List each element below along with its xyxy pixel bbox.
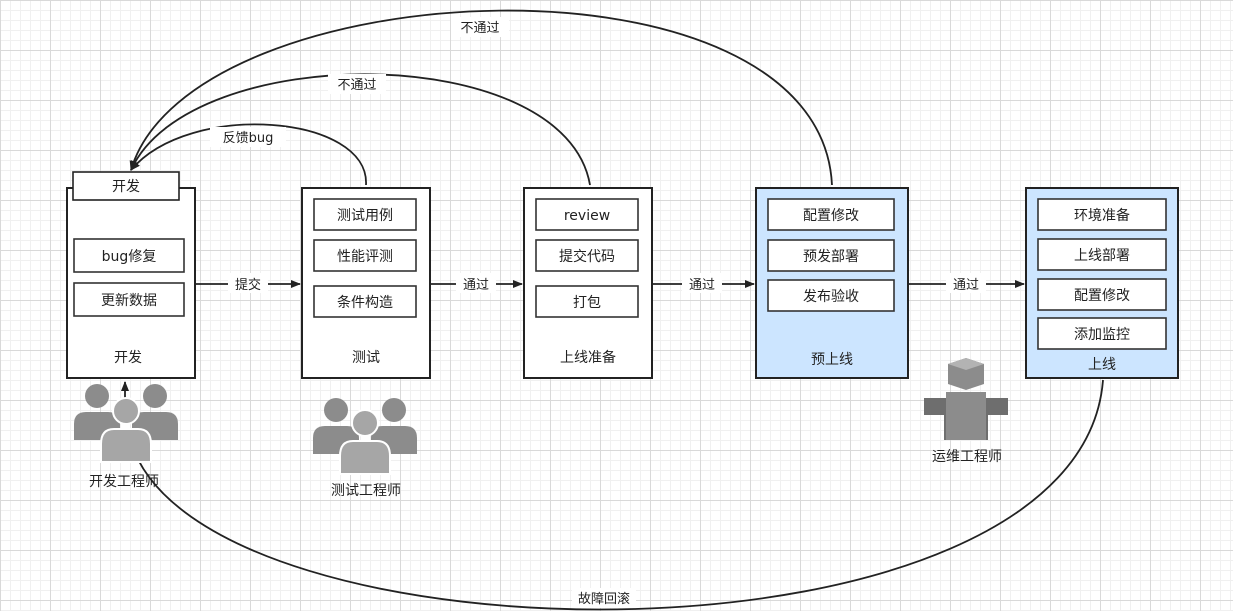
stage-live-item: 环境准备 [1074, 207, 1130, 224]
stage-test-item-box [313, 239, 417, 272]
stage-pre-item-box [767, 239, 895, 272]
stage-prep-title: 上线准备 [560, 349, 616, 366]
tester-team-icon [313, 398, 417, 475]
edge-label-reject-pre: 不通过 [451, 17, 509, 37]
svg-text:故障回滚: 故障回滚 [578, 591, 630, 607]
stage-live-item: 添加监控 [1074, 327, 1130, 343]
stage-live-item-box [1037, 317, 1167, 350]
developer-team-icon [74, 384, 178, 463]
stage-pre-item: 发布验收 [803, 289, 859, 305]
stage-dev-title: 开发 [114, 350, 142, 366]
stage-prep-item: review [564, 208, 610, 224]
feedback-edges [121, 9, 1104, 611]
stage-prep: review 提交代码 打包 上线准备 [523, 187, 653, 379]
stage-test-item: 条件构造 [337, 294, 393, 311]
stage-pre-item-box [767, 279, 895, 312]
stage-prep-item: 打包 [573, 294, 601, 311]
stage-dev-item-box [73, 238, 185, 273]
stage-pre-item: 配置修改 [803, 208, 859, 224]
edge-live-to-dev [129, 379, 1104, 611]
stage-prep-item-box [535, 198, 639, 231]
edge-label-submit: 提交 [228, 273, 268, 293]
svg-text:不通过: 不通过 [460, 21, 499, 36]
stage-test-title: 测试 [352, 350, 380, 366]
stage-pre: 配置修改 预发部署 发布验收 预上线 [755, 187, 909, 379]
edge-pre-to-dev [129, 9, 833, 186]
stage-dev: 开发 bug修复 更新数据 开发 [66, 171, 196, 379]
stage-live-item-box [1037, 198, 1167, 231]
stage-prep-item-box [535, 239, 639, 272]
svg-text:通过: 通过 [953, 278, 979, 293]
stage-prep-item-box [535, 285, 639, 318]
svg-text:不通过: 不通过 [337, 78, 376, 93]
edge-label-feedback-bug: 反馈bug [210, 127, 286, 147]
edge-test-to-dev [130, 123, 367, 186]
svg-text:反馈bug: 反馈bug [223, 131, 274, 146]
ops-engineer-icon [924, 358, 1008, 440]
stage-dev-tag-label: 开发 [112, 179, 140, 195]
stage-dev-item-box [73, 282, 185, 317]
role-label-test: 测试工程师 [331, 483, 401, 499]
stage-pre-item: 预发部署 [803, 249, 859, 265]
stage-test-item: 测试用例 [337, 208, 393, 224]
edge-label-reject-prep: 不通过 [328, 74, 386, 94]
stage-live-item: 上线部署 [1074, 248, 1130, 264]
svg-text:通过: 通过 [689, 278, 715, 293]
stage-dev-tag [72, 171, 180, 201]
edge-label-rollback: 故障回滚 [572, 588, 636, 608]
role-label-dev: 开发工程师 [89, 474, 159, 490]
stage-test-item: 性能评测 [337, 249, 393, 265]
stage-pre-item-box [767, 198, 895, 231]
stage-live-title: 上线 [1088, 357, 1116, 373]
stage-live: 环境准备 上线部署 配置修改 添加监控 上线 [1025, 187, 1179, 379]
edge-label-pass-3: 通过 [946, 273, 986, 293]
edge-label-pass-1: 通过 [456, 273, 496, 293]
role-label-ops: 运维工程师 [932, 449, 1002, 465]
stage-pre-title: 预上线 [811, 352, 853, 368]
stage-prep-item: 提交代码 [559, 248, 615, 265]
edge-label-pass-2: 通过 [682, 273, 722, 293]
svg-text:提交: 提交 [235, 277, 261, 293]
edge-labels: 提交 通过 通过 通过 反馈bug 不通过 不通过 故障回滚 [210, 17, 986, 608]
stage-live-item-box [1037, 278, 1167, 311]
stage-dev-item: 更新数据 [101, 293, 157, 309]
svg-text:通过: 通过 [463, 278, 489, 293]
stage-test-item-box [313, 198, 417, 231]
stage-live-item-box [1037, 238, 1167, 271]
stage-test-item-box [313, 285, 417, 318]
stage-live-item: 配置修改 [1074, 288, 1130, 304]
stage-test: 测试用例 性能评测 条件构造 测试 [301, 187, 431, 379]
stage-dev-item: bug修复 [102, 248, 157, 265]
